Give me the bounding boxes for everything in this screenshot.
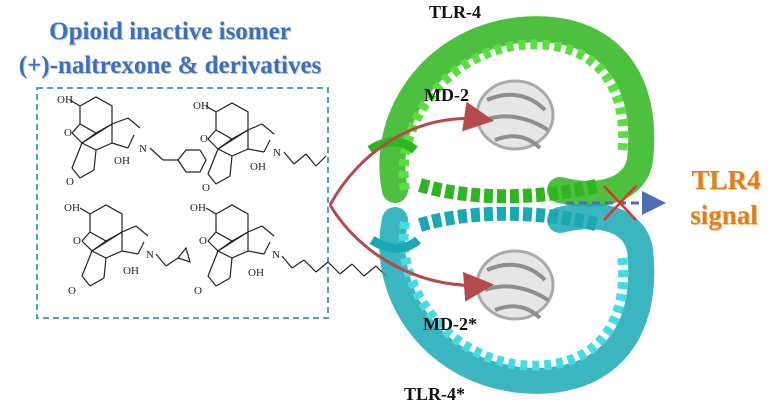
atom-o-3: O <box>73 235 81 247</box>
molecule-octyl <box>205 204 387 287</box>
block-cross-icon <box>603 185 637 221</box>
atom-oh-2b: OH <box>250 161 266 173</box>
md2-top-ribbon <box>475 79 555 151</box>
label-md2-top: MD-2 <box>424 85 469 105</box>
label-tlr4-top: TLR-4 <box>429 2 482 22</box>
atom-oh-4: OH <box>190 202 206 214</box>
atom-n-1: N <box>139 143 147 155</box>
atom-n-3: N <box>146 249 154 261</box>
atom-n-2: N <box>273 147 281 159</box>
atom-oh-1b: OH <box>114 155 130 167</box>
atom-n-4: N <box>272 249 280 261</box>
atom-o-4: O <box>199 235 207 247</box>
tlr4-bottom-ribbon <box>369 203 655 394</box>
arrow-to-md2-top <box>328 101 494 206</box>
signal-label-line-1: TLR4 <box>691 165 761 195</box>
heading-line-2: (+)-naltrexone & derivatives <box>18 52 322 79</box>
heading-line-1: Opioid inactive isomer <box>49 18 291 45</box>
signal-label-line-2: signal <box>690 200 758 230</box>
atom-oh-4b: OH <box>248 267 264 279</box>
label-tlr4-bottom: TLR-4* <box>404 384 466 404</box>
compound-box <box>36 87 329 319</box>
atom-oh-1: OH <box>57 94 73 106</box>
atom-oh-3: OH <box>64 202 80 214</box>
molecule-phenethyl <box>69 96 207 179</box>
atom-oh-3b: OH <box>123 265 139 277</box>
atom-o-2: O <box>200 133 208 145</box>
arrow-to-md2-bottom <box>328 204 494 302</box>
atom-o-2b: O <box>202 182 210 194</box>
label-md2-bottom: MD-2* <box>423 314 477 334</box>
tlr4-top-ribbon <box>367 16 655 207</box>
atom-o-1: O <box>64 127 72 139</box>
md2-bottom-ribbon <box>475 249 555 321</box>
molecule-butyl <box>205 102 327 185</box>
molecule-cyclopropylmethyl <box>79 204 191 287</box>
atom-o-4b: O <box>194 285 202 297</box>
atom-o-3b: O <box>68 285 76 297</box>
atom-o-1b: O <box>66 176 74 188</box>
atom-oh-2: OH <box>193 100 209 112</box>
